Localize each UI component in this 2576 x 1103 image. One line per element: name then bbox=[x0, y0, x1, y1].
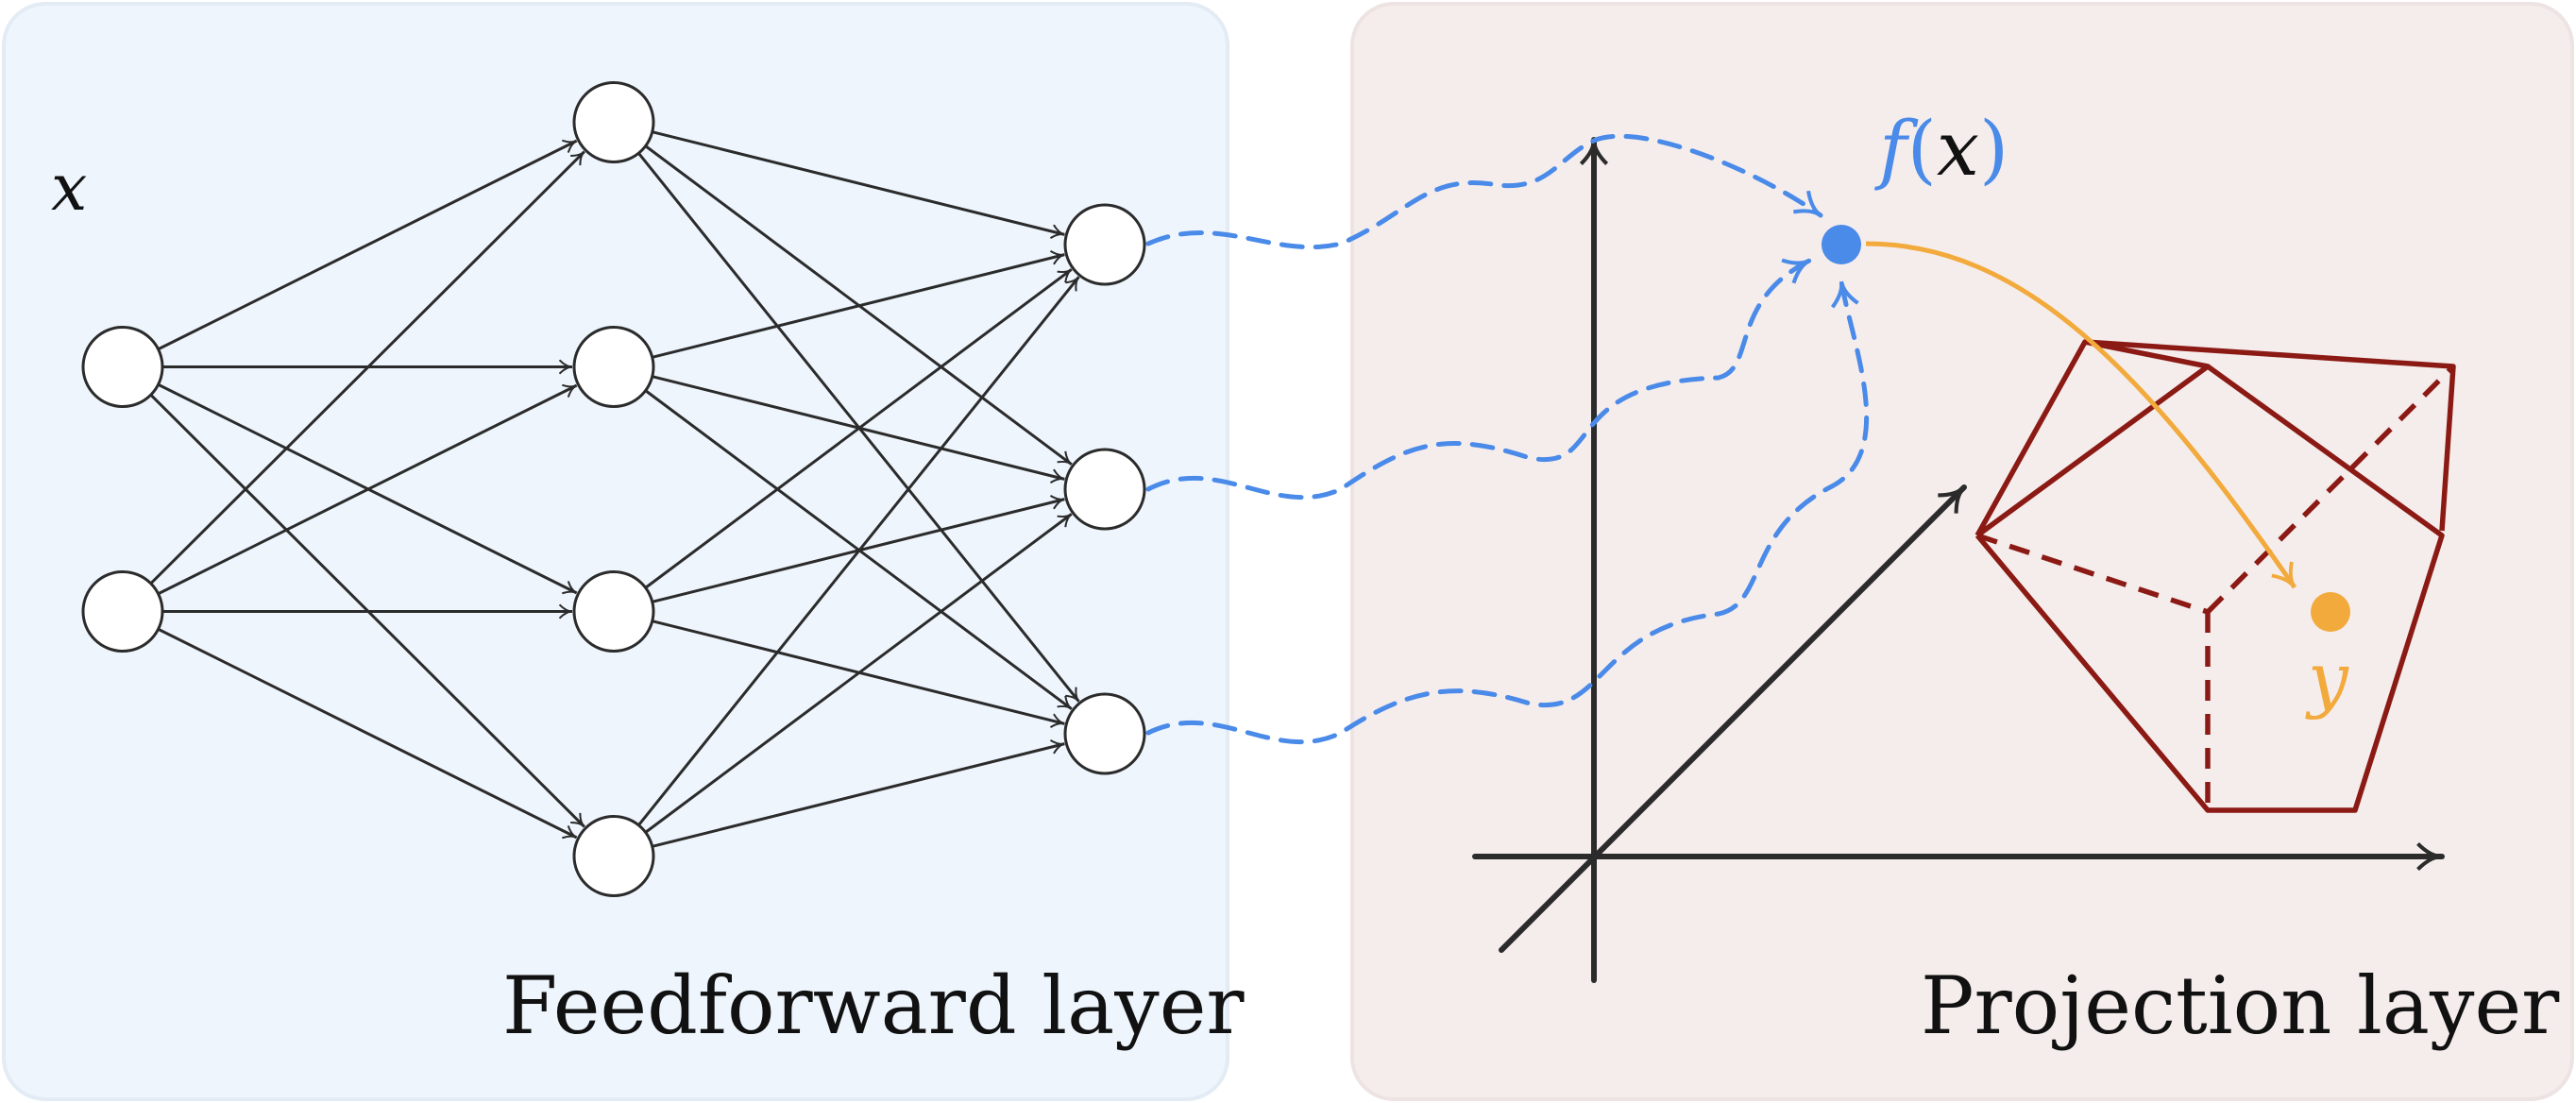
fx-label-x: x bbox=[1937, 105, 1979, 193]
y-label: y bbox=[2305, 636, 2349, 721]
projection-caption: Projection layer bbox=[1921, 959, 2560, 1052]
edge-l1-n0-to-n0 bbox=[652, 130, 1065, 239]
input-label: x bbox=[51, 151, 87, 226]
projection-panel bbox=[1350, 2, 2574, 1101]
mapping-flows bbox=[1145, 133, 1870, 745]
neuron-layer1-2 bbox=[572, 570, 655, 653]
fx-label-close: ) bbox=[1979, 105, 2008, 193]
neuron-layer2-1 bbox=[1063, 448, 1146, 531]
neuron-layer1-0 bbox=[572, 81, 655, 163]
polytope-front-face bbox=[1974, 339, 2211, 538]
fx-label: f(x) bbox=[1874, 105, 2008, 193]
edge-l1-n3-to-n1 bbox=[644, 513, 1073, 834]
edge-l1-n2-to-n0 bbox=[644, 268, 1073, 589]
y-point bbox=[2311, 592, 2350, 632]
edge-l0-n0-to-n0 bbox=[157, 139, 578, 351]
neuron-layer0-0 bbox=[81, 326, 164, 408]
edge-l0-n1-to-n0 bbox=[149, 150, 585, 585]
neuron-layer1-3 bbox=[572, 815, 655, 897]
neuron-layer0-1 bbox=[81, 570, 164, 653]
flow-middle bbox=[1145, 258, 1812, 501]
neuron-layer1-1 bbox=[572, 326, 655, 408]
edge-l1-n3-to-n2 bbox=[652, 739, 1065, 848]
neuron-layer2-2 bbox=[1063, 692, 1146, 775]
projection-path bbox=[1865, 241, 2297, 589]
neuron-layer2-0 bbox=[1063, 203, 1146, 286]
network-edges bbox=[149, 130, 1080, 848]
flow-top bbox=[1145, 133, 1823, 250]
y-axis bbox=[1499, 484, 1967, 953]
fx-label-open: ( bbox=[1907, 105, 1937, 193]
edge-l0-n1-to-n1 bbox=[157, 383, 578, 596]
coordinate-axes bbox=[1472, 137, 2445, 983]
network-nodes bbox=[81, 81, 1146, 897]
flow-bottom bbox=[1145, 279, 1870, 745]
edge-l1-n1-to-n0 bbox=[652, 250, 1065, 359]
polytope-right-face bbox=[1974, 364, 2445, 813]
polytope bbox=[1974, 339, 2456, 813]
feedforward-panel bbox=[2, 2, 1229, 1101]
fx-point bbox=[1822, 225, 1861, 264]
feedforward-caption: Feedforward layer bbox=[502, 959, 1245, 1052]
edge-l1-n3-to-n0 bbox=[637, 276, 1080, 826]
edge-l0-n1-to-n3 bbox=[157, 627, 578, 840]
polytope-hidden-edges bbox=[1976, 365, 2455, 810]
